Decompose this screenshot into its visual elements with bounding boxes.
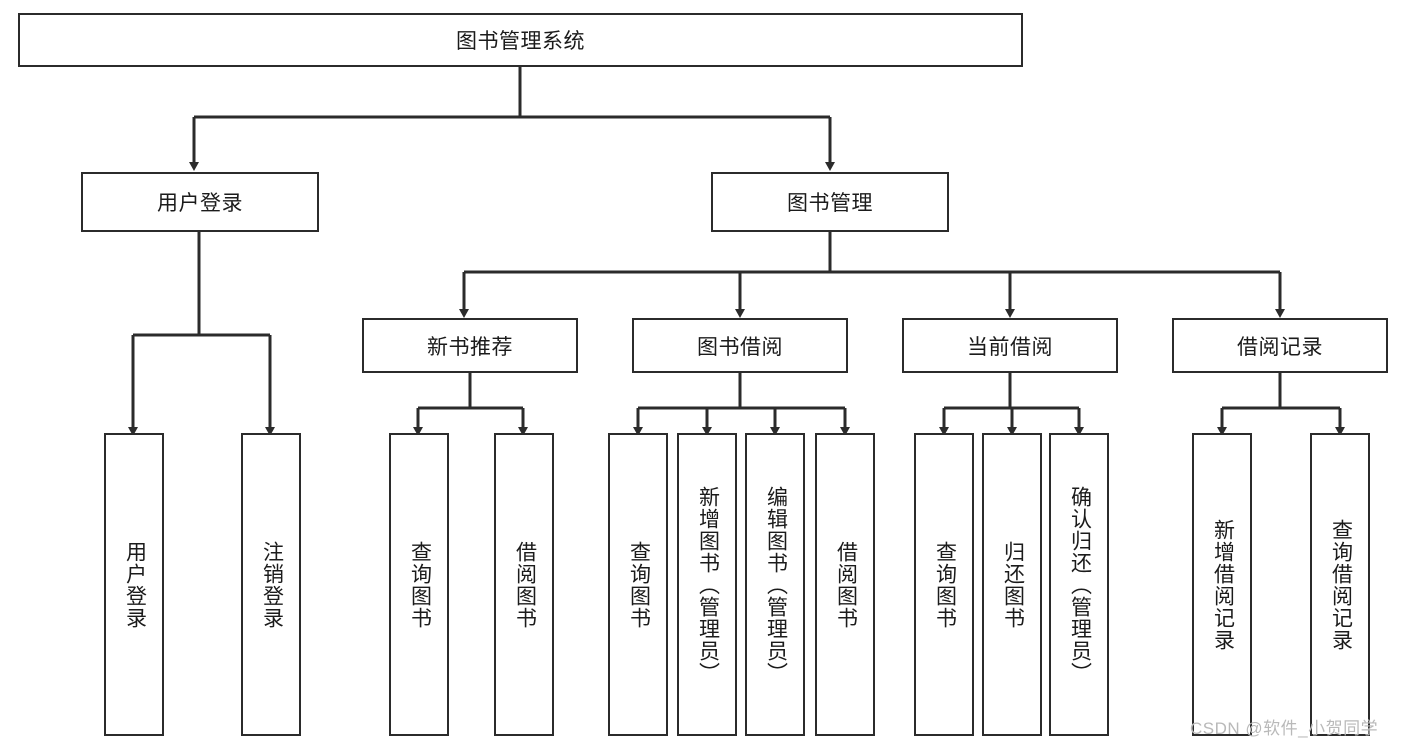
node-leaf-logout-label: 注销登录 — [260, 540, 284, 629]
node-leaf-query-book-1-label: 查询图书 — [408, 540, 432, 629]
node-book-borrow-label: 图书借阅 — [697, 335, 783, 359]
node-leaf-user-login[interactable]: 用户登录 — [104, 433, 164, 736]
node-user-login[interactable]: 用户登录 — [81, 172, 319, 232]
node-leaf-query-book-1[interactable]: 查询图书 — [389, 433, 449, 736]
node-current-borrow[interactable]: 当前借阅 — [902, 318, 1118, 373]
node-borrow-record-label: 借阅记录 — [1237, 335, 1323, 359]
node-borrow-record[interactable]: 借阅记录 — [1172, 318, 1388, 373]
node-leaf-add-book-label: 新增图书（管理员） — [696, 485, 720, 684]
node-leaf-query-book-2[interactable]: 查询图书 — [608, 433, 668, 736]
node-book-borrow[interactable]: 图书借阅 — [632, 318, 848, 373]
node-leaf-query-book-2-label: 查询图书 — [627, 540, 651, 629]
node-leaf-query-record[interactable]: 查询借阅记录 — [1310, 433, 1370, 736]
node-leaf-edit-book[interactable]: 编辑图书（管理员） — [745, 433, 805, 736]
node-leaf-confirm-return[interactable]: 确认归还（管理员） — [1049, 433, 1109, 736]
node-leaf-return-book[interactable]: 归还图书 — [982, 433, 1042, 736]
node-new-book-rec[interactable]: 新书推荐 — [362, 318, 578, 373]
node-new-book-rec-label: 新书推荐 — [427, 335, 513, 359]
node-leaf-borrow-book-1-label: 借阅图书 — [513, 540, 537, 629]
node-leaf-borrow-book-2[interactable]: 借阅图书 — [815, 433, 875, 736]
node-leaf-add-record[interactable]: 新增借阅记录 — [1192, 433, 1252, 736]
node-root-label: 图书管理系统 — [456, 30, 585, 53]
node-book-manage[interactable]: 图书管理 — [711, 172, 949, 232]
node-current-borrow-label: 当前借阅 — [967, 335, 1053, 359]
node-root[interactable]: 图书管理系统 — [18, 13, 1023, 67]
node-leaf-query-record-label: 查询借阅记录 — [1329, 518, 1353, 651]
node-book-manage-label: 图书管理 — [787, 192, 873, 215]
node-leaf-borrow-book-1[interactable]: 借阅图书 — [494, 433, 554, 736]
node-leaf-edit-book-label: 编辑图书（管理员） — [764, 485, 788, 684]
node-leaf-confirm-return-label: 确认归还（管理员） — [1068, 485, 1092, 684]
node-user-login-label: 用户登录 — [157, 192, 243, 215]
node-leaf-logout[interactable]: 注销登录 — [241, 433, 301, 736]
node-leaf-add-book[interactable]: 新增图书（管理员） — [677, 433, 737, 736]
node-leaf-borrow-book-2-label: 借阅图书 — [834, 540, 858, 629]
node-leaf-query-book-3-label: 查询图书 — [933, 540, 957, 629]
node-leaf-user-login-label: 用户登录 — [123, 540, 147, 629]
node-leaf-return-book-label: 归还图书 — [1001, 540, 1025, 629]
node-leaf-add-record-label: 新增借阅记录 — [1211, 518, 1235, 651]
node-leaf-query-book-3[interactable]: 查询图书 — [914, 433, 974, 736]
